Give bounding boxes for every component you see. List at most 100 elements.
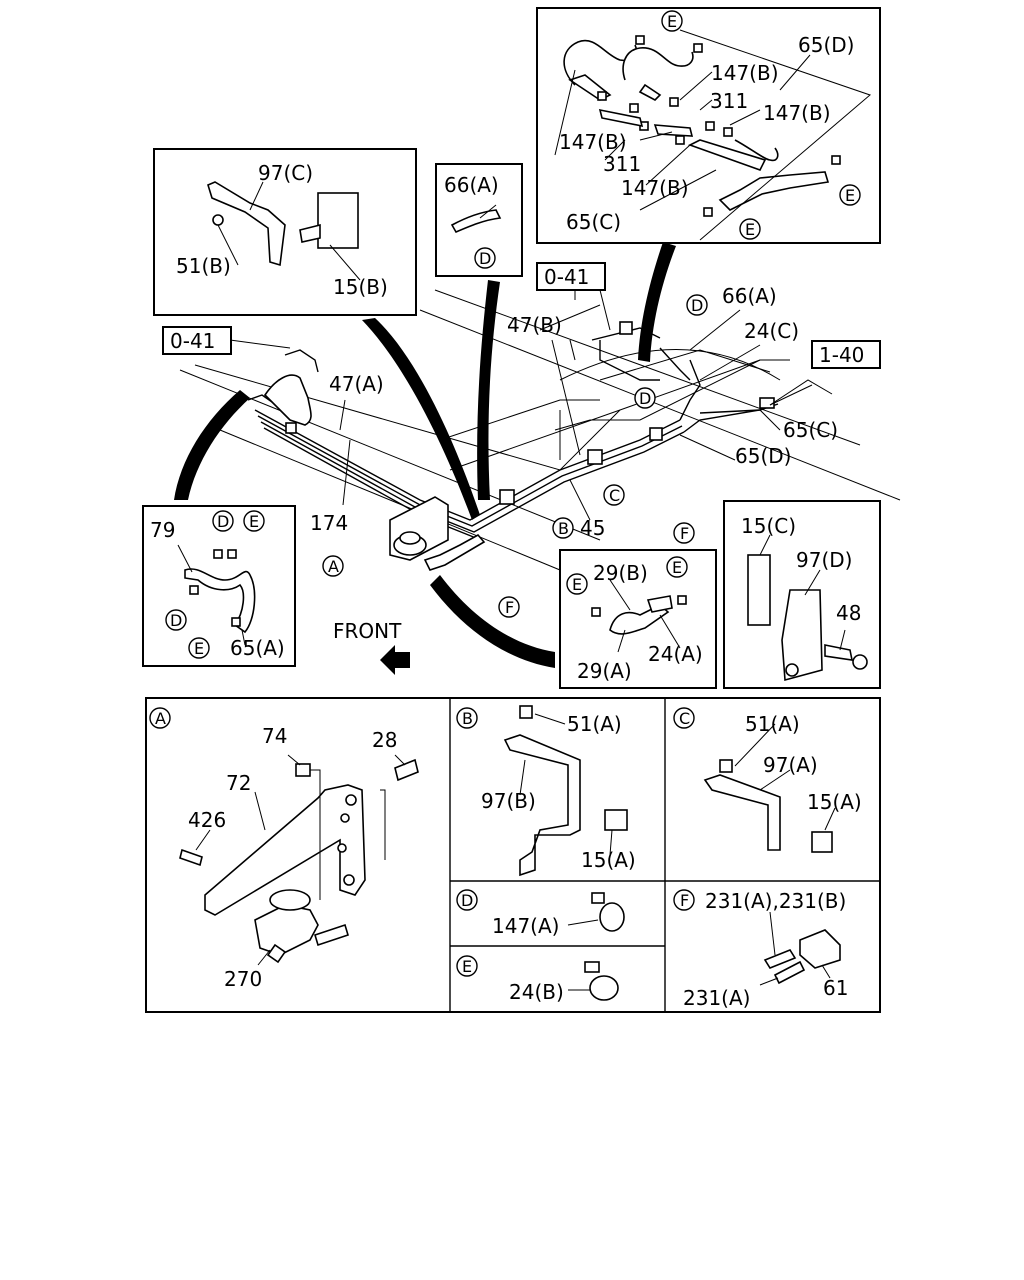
- part-label: 426: [188, 808, 226, 832]
- part-label: 65(A): [230, 636, 285, 660]
- panel-b-bracket: [503, 705, 628, 877]
- part-label: 231(A): [683, 986, 750, 1010]
- svg-text:E: E: [667, 12, 677, 31]
- left-pipe-assembly: [247, 349, 319, 426]
- part-label: 51(A): [745, 712, 800, 736]
- part-label: 24(A): [648, 642, 703, 666]
- part-label: 147(B): [711, 61, 779, 85]
- hose-clips: [597, 35, 841, 217]
- part-label: 270: [224, 967, 262, 991]
- detail-leader-sweep: [477, 280, 500, 500]
- panel-e-clamp: [584, 961, 619, 1001]
- part-label: 0-41: [544, 265, 589, 289]
- detail-leader-sweep: [638, 242, 676, 362]
- part-label: 15(C): [741, 514, 796, 538]
- part-label: 0-41: [170, 329, 215, 353]
- part-label: 74: [262, 724, 287, 748]
- part-label: 51(A): [567, 712, 622, 736]
- svg-text:E: E: [194, 639, 204, 658]
- svg-text:D: D: [479, 249, 491, 268]
- front-label: FRONT: [333, 619, 402, 643]
- part-label: 66(A): [722, 284, 777, 308]
- part-label: 147(A): [492, 914, 559, 938]
- part-label: 24(B): [509, 980, 564, 1004]
- svg-text:B: B: [462, 709, 473, 728]
- ref-box-1-40: [811, 340, 881, 369]
- part-label: 51(B): [176, 254, 231, 278]
- part-label: 97(C): [258, 161, 313, 185]
- fuel-lines: [254, 327, 771, 539]
- detail-box-bracket-97c: [153, 148, 417, 316]
- part-label: 65(C): [783, 418, 838, 442]
- svg-text:D: D: [461, 891, 473, 910]
- leader-lines: [177, 54, 846, 991]
- part-label: 65(D): [798, 33, 854, 57]
- svg-text:D: D: [691, 296, 703, 315]
- detail-leader-sweep: [430, 575, 555, 668]
- part-label: 47(A): [329, 372, 384, 396]
- part-label: 231(A),231(B): [705, 889, 846, 913]
- detail-box-66a: [435, 163, 523, 277]
- front-arrow-icon: [380, 645, 410, 675]
- part-label: 311: [710, 89, 748, 113]
- part-label: 1-40: [819, 343, 864, 367]
- part-label: 311: [603, 152, 641, 176]
- detail-box-29: [559, 549, 717, 689]
- part-label: 147(B): [559, 130, 627, 154]
- panel-c-bracket: [703, 759, 833, 853]
- part-label: 66(A): [444, 173, 499, 197]
- part-label: 147(B): [763, 101, 831, 125]
- part-label: 65(D): [735, 444, 791, 468]
- fuel-filter-assembly: [389, 496, 486, 571]
- svg-text:D: D: [170, 611, 182, 630]
- svg-text:D: D: [217, 512, 229, 531]
- svg-text:E: E: [462, 957, 472, 976]
- svg-text:D: D: [639, 389, 651, 408]
- svg-text:B: B: [558, 519, 569, 538]
- ref-box-0-41-right: [536, 262, 606, 291]
- part-label: 15(A): [807, 790, 862, 814]
- svg-text:E: E: [745, 220, 755, 239]
- svg-text:E: E: [572, 575, 582, 594]
- part-label: 15(A): [581, 848, 636, 872]
- part-label: 97(D): [796, 548, 852, 572]
- part-label: 45: [580, 516, 605, 540]
- svg-text:F: F: [680, 524, 689, 543]
- part-label: 15(B): [333, 275, 388, 299]
- svg-text:F: F: [680, 891, 689, 910]
- svg-text:E: E: [249, 512, 259, 531]
- part-label: 24(C): [744, 319, 799, 343]
- detail-box-return-hoses: [536, 7, 881, 244]
- callout-circles: [149, 10, 861, 977]
- part-label: 97(A): [763, 753, 818, 777]
- panel-d-clamp: [591, 892, 625, 932]
- part-label: 79: [150, 518, 175, 542]
- svg-text:E: E: [845, 186, 855, 205]
- part-label: 29(B): [593, 561, 648, 585]
- part-label: 97(B): [481, 789, 536, 813]
- part-labels: 65(D) 147(B) 311 147(B) 147(B) 311 147(B…: [150, 33, 864, 1010]
- svg-text:A: A: [328, 557, 339, 576]
- part-label: 147(B): [621, 176, 689, 200]
- detail-box-79: [142, 505, 296, 667]
- part-label: 29(A): [577, 659, 632, 683]
- part-label: 48: [836, 601, 861, 625]
- detail-leader-sweep: [174, 390, 250, 500]
- panel-a-regulator-bracket: [179, 758, 419, 964]
- ref-box-0-41-left: [162, 326, 232, 355]
- part-label: 72: [226, 771, 251, 795]
- callout-letters: E E E D D D C B F A F D E D E E E A B C …: [155, 12, 855, 976]
- detail-leader-sweep: [362, 318, 480, 520]
- detail-box-15c: [723, 500, 881, 689]
- part-label: 65(C): [566, 210, 621, 234]
- line-clips: [285, 321, 663, 505]
- panel-f-grommet: [763, 929, 841, 985]
- part-label: 28: [372, 728, 397, 752]
- svg-text:C: C: [679, 709, 690, 728]
- svg-text:C: C: [609, 486, 620, 505]
- part-label: 47(B): [507, 313, 562, 337]
- svg-text:A: A: [155, 709, 166, 728]
- svg-text:F: F: [505, 598, 514, 617]
- svg-text:E: E: [672, 558, 682, 577]
